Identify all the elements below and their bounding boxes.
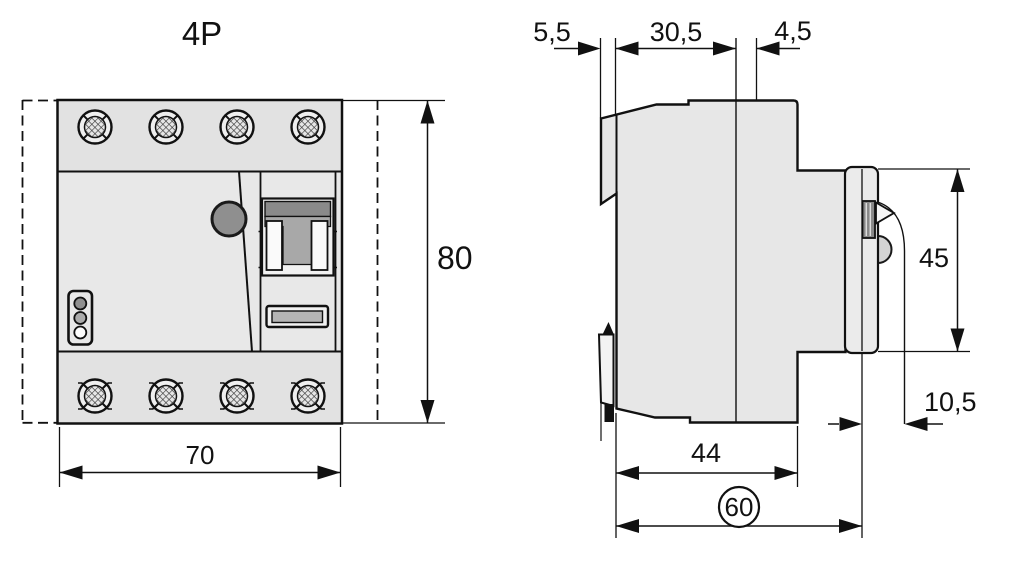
dimension-width-70: 70	[58, 427, 342, 487]
dim-label-overall-depth: 60	[725, 492, 754, 522]
side-view: 5,5 30,5 4,5 45	[533, 16, 977, 538]
dimension-rail-offset-5-5: 5,5	[533, 17, 602, 118]
arrowhead-left	[616, 466, 639, 480]
dim-label-handle-recess: 4,5	[774, 16, 812, 46]
round-test-point	[210, 200, 248, 238]
dim-label-width: 70	[186, 440, 215, 470]
screw-terminals-top	[77, 109, 326, 145]
rocker-top-bar	[264, 200, 332, 218]
arrowhead-right	[578, 41, 601, 56]
arrowhead-right	[839, 417, 862, 431]
rocker-rail-right	[310, 220, 329, 271]
dim-label-upper-depth: 30,5	[650, 17, 703, 47]
arrowhead-right	[317, 465, 341, 480]
screw-terminal-icon	[77, 378, 113, 414]
dim-label-front-height: 45	[919, 243, 949, 273]
arrowhead-left	[904, 417, 928, 431]
screw-terminals-bottom	[77, 378, 326, 414]
screw-terminal-icon	[148, 109, 184, 145]
arrowhead-right	[713, 41, 736, 56]
screw-terminal-icon	[290, 109, 326, 145]
arrowhead-left	[615, 41, 639, 56]
dim-label-height: 80	[437, 240, 473, 276]
screw-terminal-icon	[219, 109, 255, 145]
arrowhead-up	[420, 100, 435, 124]
dimension-height-80: 80	[342, 99, 473, 424]
indicator-dot-bottom	[73, 325, 88, 340]
dimension-upper-depth-30-5: 30,5	[614, 17, 736, 115]
screw-terminal-icon	[148, 378, 184, 414]
test-button-slot	[265, 304, 330, 329]
rocker-switch	[258, 197, 337, 277]
indicator-window	[67, 289, 94, 346]
lever-swing-arc	[878, 201, 906, 424]
arrowhead-left	[756, 41, 780, 56]
arrowhead-left	[59, 465, 83, 480]
arrowhead-right	[774, 466, 798, 480]
indicator-dot-top	[73, 296, 88, 311]
lever-tip	[875, 200, 896, 226]
screw-terminal-icon	[77, 109, 113, 145]
dim-label-rail-offset: 5,5	[533, 17, 571, 47]
arrowhead-right	[839, 519, 862, 533]
rocker-rail-left	[265, 220, 283, 271]
front-view: 4P	[21, 15, 473, 487]
dim-circle-frame	[717, 485, 761, 529]
dim-label-base-depth: 44	[691, 438, 721, 468]
arrowhead-down	[420, 400, 435, 423]
dimension-front-height-45: 45	[878, 168, 970, 353]
front-view-title: 4P	[182, 15, 222, 52]
arrowhead-left	[616, 519, 639, 533]
dimension-base-depth-44: 44	[615, 413, 799, 538]
dimension-handle-recess-4-5: 4,5	[755, 16, 812, 100]
screw-terminal-icon	[290, 378, 326, 414]
dim-label-handle-protrusion: 10,5	[924, 387, 977, 417]
arrowhead-up	[950, 169, 965, 192]
toggle-lever	[861, 200, 896, 239]
dimension-overall-depth-60: 60	[616, 485, 862, 533]
indicator-dot-middle	[73, 311, 88, 325]
dimension-handle-protrusion-10-5: 10,5	[828, 353, 977, 538]
arrowhead-down	[950, 328, 965, 352]
screw-terminal-icon	[219, 378, 255, 414]
din-rail-clip-bottom	[597, 322, 615, 441]
device-body-side	[599, 99, 847, 424]
lever-indicator-line	[238, 171, 253, 352]
